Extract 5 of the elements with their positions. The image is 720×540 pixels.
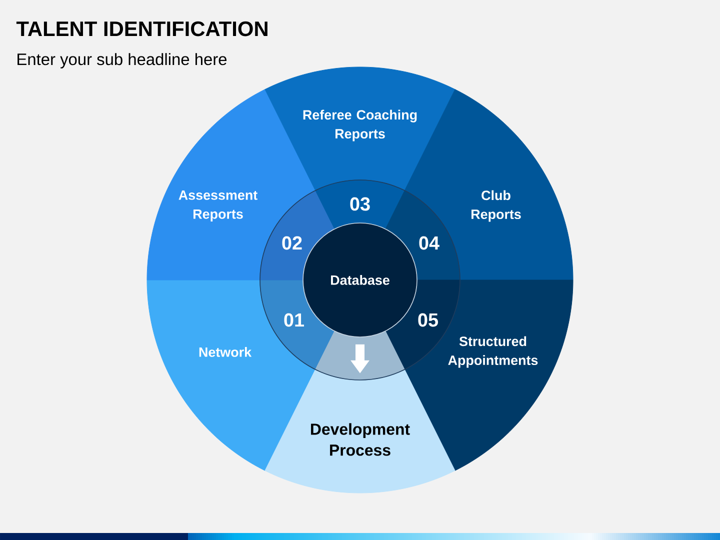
title: TALENT IDENTIFICATION — [16, 21, 268, 36]
subtitle: Enter your sub headline here — [18, 53, 227, 68]
ring-segment: 03 — [315, 180, 405, 230]
circle-segment: Referee Coaching Reports — [264, 66, 456, 191]
circle-segment: Development Process — [264, 369, 456, 494]
